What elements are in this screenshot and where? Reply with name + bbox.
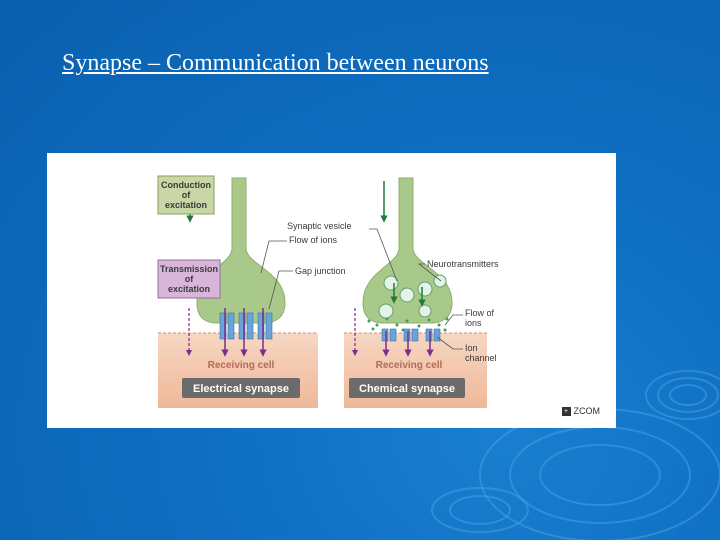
label-receiving-cell-right: Receiving cell — [376, 360, 443, 371]
synapse-diagram-panel: Conduction of excitation Transmission of… — [47, 153, 616, 428]
transmission-box: Transmission of excitation — [157, 259, 221, 299]
svg-text:excitation: excitation — [165, 200, 207, 210]
ion-channels — [381, 328, 441, 342]
label-receiving-cell-left: Receiving cell — [208, 360, 275, 371]
source-credit: + ZCOM — [561, 406, 601, 416]
label-ion-channel-2: channel — [465, 353, 497, 363]
credit-text: ZCOM — [573, 406, 601, 416]
label-flow-of-ions: Flow of ions — [289, 235, 338, 245]
svg-text:Conduction: Conduction — [161, 180, 211, 190]
label-synaptic-vesicle: Synaptic vesicle — [287, 221, 352, 231]
label-neurotransmitters: Neurotransmitters — [427, 259, 499, 269]
svg-text:of: of — [185, 274, 194, 284]
svg-text:Chemical synapse: Chemical synapse — [359, 383, 455, 395]
conduction-box: Conduction of excitation — [157, 175, 215, 215]
label-gap-junction: Gap junction — [295, 266, 346, 276]
label-flow-of-ions-right: Flow of — [465, 308, 495, 318]
plus-icon: + — [561, 406, 571, 416]
svg-text:Electrical synapse: Electrical synapse — [193, 383, 289, 395]
electrical-synapse-tag: Electrical synapse — [182, 378, 300, 398]
synapse-diagram: Conduction of excitation Transmission of… — [157, 175, 499, 408]
svg-text:excitation: excitation — [168, 284, 210, 294]
gap-junction-channels — [219, 312, 273, 340]
svg-text:of: of — [182, 190, 191, 200]
slide-title: Synapse – Communication between neurons — [62, 50, 489, 76]
label-flow-of-ions-right-2: ions — [465, 318, 482, 328]
svg-text:Transmission: Transmission — [160, 264, 218, 274]
synaptic-vesicles — [378, 274, 447, 319]
label-ion-channel: Ion — [465, 343, 478, 353]
chemical-synapse-tag: Chemical synapse — [349, 378, 465, 398]
